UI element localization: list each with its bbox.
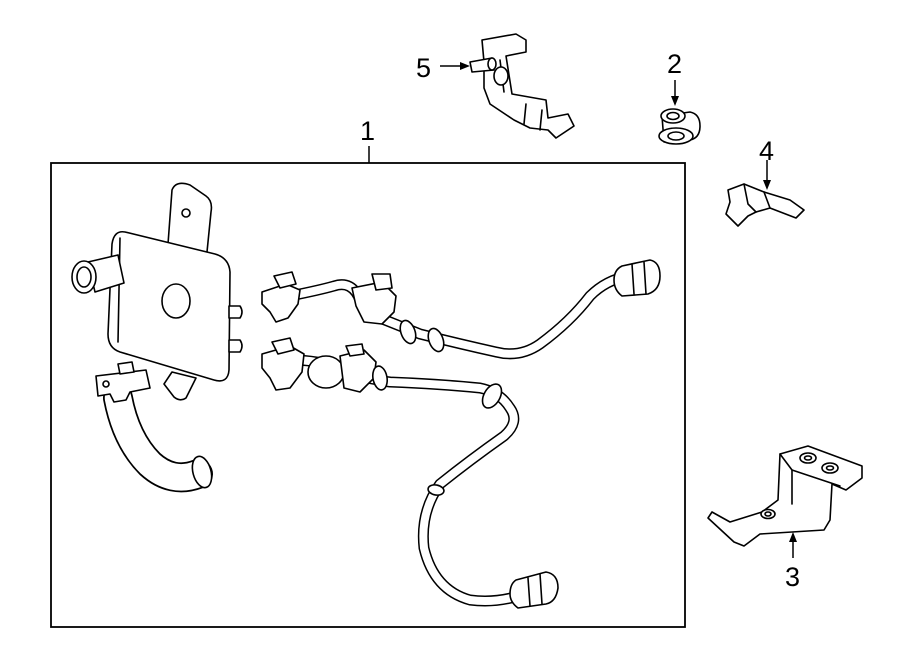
oil-cooler[interactable] <box>71 182 243 401</box>
callout-5-arrow <box>460 62 470 70</box>
lower-tube[interactable] <box>261 337 559 609</box>
coolant-hose[interactable] <box>95 361 215 493</box>
bracket-part-5[interactable] <box>469 33 575 139</box>
callout-4-arrow <box>763 180 771 190</box>
callout-3-label[interactable]: 3 <box>785 562 800 592</box>
bracket-part-3[interactable] <box>707 445 863 547</box>
callout-5-label[interactable]: 5 <box>416 53 431 83</box>
callout-4-label[interactable]: 4 <box>759 136 774 166</box>
callout-3-arrow <box>789 532 797 542</box>
clip-part-4[interactable] <box>725 183 805 227</box>
callout-2-arrow <box>671 96 679 106</box>
kit-outline-box <box>50 162 686 628</box>
callout-2-label[interactable]: 2 <box>667 49 682 79</box>
upper-tube[interactable] <box>261 259 661 360</box>
washer-part-2[interactable] <box>658 108 701 145</box>
callout-1-label[interactable]: 1 <box>360 116 375 146</box>
